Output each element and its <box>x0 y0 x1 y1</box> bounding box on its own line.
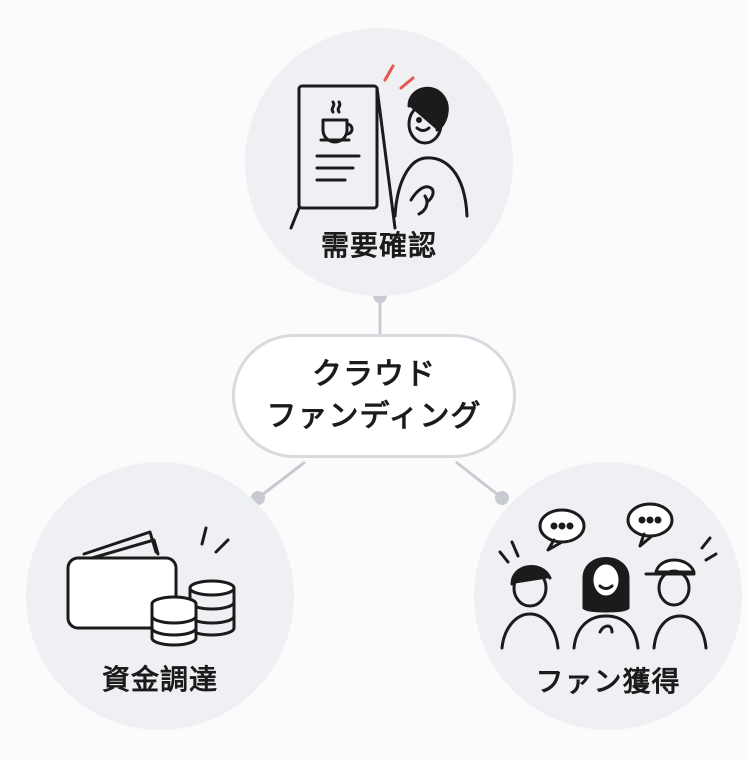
center-topic-pill: クラウド ファンディング <box>232 334 516 458</box>
node-fundraising: 資金調達 <box>26 462 294 730</box>
node-label-demand: 需要確認 <box>320 229 437 262</box>
node-demand-confirmation: 需要確認 <box>245 28 513 296</box>
node-fan-acquisition: ファン獲得 <box>474 462 742 730</box>
node-label-fundraising: 資金調達 <box>101 663 218 696</box>
connector-right <box>455 460 503 500</box>
center-title-line1: クラウド <box>312 357 436 392</box>
wallet-coins-icon <box>66 526 236 647</box>
connector-dot-right <box>495 491 509 505</box>
connector-left <box>257 460 306 500</box>
node-label-fans: ファン獲得 <box>535 665 681 698</box>
cafe-signboard-person-icon <box>289 64 469 230</box>
center-title-line2: ファンディング <box>266 399 482 434</box>
group-fans-speech-icon <box>498 502 718 650</box>
